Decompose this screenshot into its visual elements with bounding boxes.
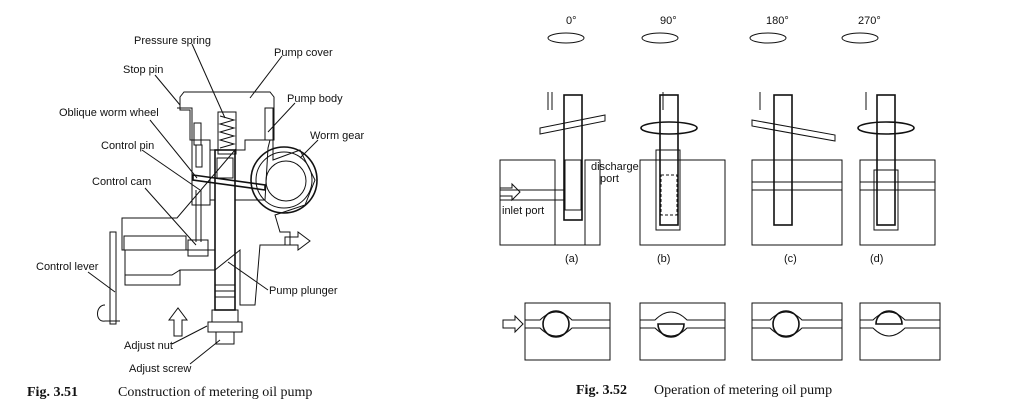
angle-180: 180° [766,15,789,27]
pump-plunger-shape [214,149,236,311]
caption-number-3-52: Fig. 3.52 [576,383,627,398]
label-discharge-port: port [600,173,619,185]
label-stop-pin: Stop pin [123,64,163,76]
panel-label-b: (b) [657,253,670,265]
inlet-arrow-icon [499,182,521,202]
caption-text-3-52: Operation of metering oil pump [654,383,832,398]
figure-3-51-diagram: Pressure spring Pump cover Stop pin Pump… [36,35,365,375]
label-control-cam: Control cam [92,176,151,188]
figure-3-52-diagram: 0° 90° 180° 270° discharge port inlet po… [499,15,941,361]
panel-label-d: (d) [870,253,883,265]
worm-gear-shape [250,146,318,214]
angle-0: 0° [566,15,577,27]
adjust-screw-shape [215,331,235,345]
lever-bore [123,235,187,251]
label-oblique-worm-wheel: Oblique worm wheel [59,107,159,119]
label-control-lever: Control lever [36,261,99,273]
panel-d [857,92,936,246]
inlet-arrow-icon [502,314,524,334]
control-lever-shape [109,231,117,325]
label-adjust-screw: Adjust screw [129,363,191,375]
outlet-arrow-icon [284,231,311,251]
caption-text-3-51: Construction of metering oil pump [118,385,312,400]
oblique-worm-wheel-shape [192,174,266,191]
label-adjust-nut: Adjust nut [124,340,173,352]
panel-b [639,92,726,246]
pump-cover-shape [179,91,275,151]
leader-lines [87,43,319,365]
label-inlet-port: inlet port [502,205,544,217]
angle-270: 270° [858,15,881,27]
panel-label-a: (a) [565,253,578,265]
label-pressure-spring: Pressure spring [134,35,211,47]
label-pump-plunger: Pump plunger [269,285,338,297]
cross-sections [502,302,941,361]
inlet-arrow-icon [168,307,188,337]
panel-a [499,92,606,246]
adjust-nut-shape [211,309,239,323]
stop-pin-shape [193,122,202,146]
label-discharge: discharge [591,161,639,173]
panel-c [751,92,843,246]
angle-90: 90° [660,15,677,27]
control-cam-housing [124,249,216,286]
pressure-spring-shape [218,115,236,149]
rotation-arrows [547,32,879,44]
caption-number-3-51: Fig. 3.51 [27,385,78,400]
panel-label-c: (c) [784,253,797,265]
label-pump-body: Pump body [287,93,343,105]
label-pump-cover: Pump cover [274,47,333,59]
label-worm-gear: Worm gear [310,130,365,142]
control-cam-shape [187,239,209,257]
label-control-pin: Control pin [101,140,154,152]
